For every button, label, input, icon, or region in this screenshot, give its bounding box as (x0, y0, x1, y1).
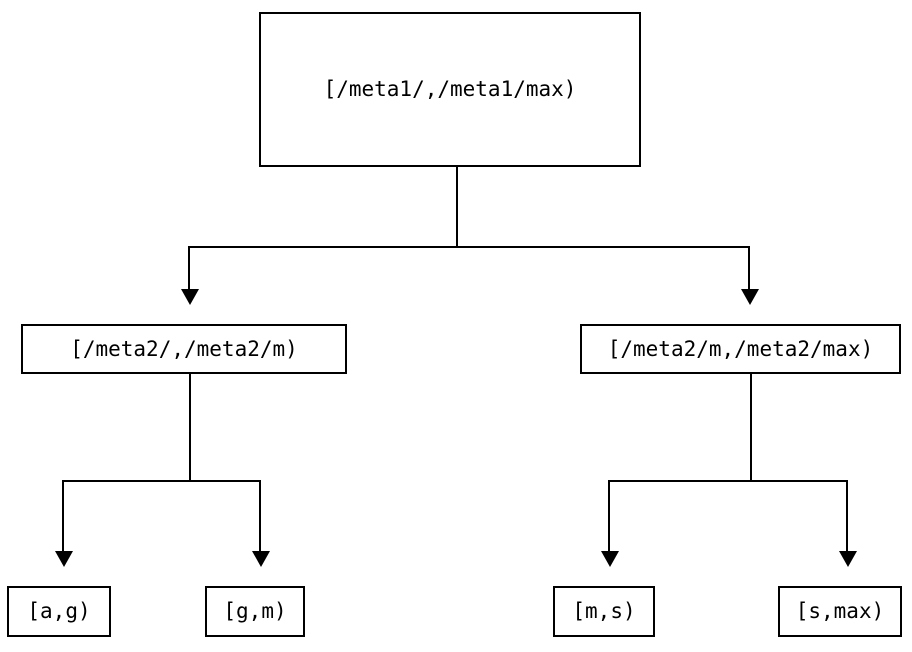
edge-root-to-meta2-low-drop (188, 246, 190, 291)
tree-node-meta2-high-label: [/meta2/m,/meta2/max) (607, 336, 874, 361)
tree-node-leaf-smax-label: [s,max) (795, 599, 885, 623)
tree-node-leaf-ms-label: [m,s) (572, 599, 636, 623)
edge-meta2-low-stem (189, 374, 191, 482)
tree-node-root[interactable]: [/meta1/,/meta1/max) (259, 12, 641, 167)
tree-node-leaf-gm-label: [g,m) (223, 599, 287, 623)
edge-meta2-high-to-leaf-smax-drop (846, 480, 848, 553)
tree-node-leaf-ag-label: [a,g) (27, 599, 91, 623)
arrowhead-meta2-high-to-leaf-ms-icon (601, 551, 619, 567)
edge-meta2-high-stem (750, 374, 752, 482)
edge-root-stem (456, 167, 458, 248)
edge-meta2-high-to-leaf-ms-drop (608, 480, 610, 553)
tree-node-leaf-gm[interactable]: [g,m) (205, 586, 305, 637)
arrowhead-meta2-low-to-leaf-ag-icon (55, 551, 73, 567)
edge-meta2-high-branch-bar (608, 480, 848, 482)
arrowhead-meta2-high-to-leaf-smax-icon (839, 551, 857, 567)
tree-node-meta2-high[interactable]: [/meta2/m,/meta2/max) (580, 324, 901, 374)
arrowhead-meta2-low-to-leaf-gm-icon (252, 551, 270, 567)
edge-meta2-low-to-leaf-gm-drop (259, 480, 261, 553)
tree-node-leaf-ag[interactable]: [a,g) (7, 586, 111, 637)
edge-meta2-low-to-leaf-ag-drop (62, 480, 64, 553)
edge-root-to-meta2-high-drop (748, 246, 750, 291)
arrowhead-root-to-meta2-high-icon (741, 289, 759, 305)
edge-root-branch-bar (188, 246, 750, 248)
tree-node-root-label: [/meta1/,/meta1/max) (323, 77, 577, 101)
arrowhead-root-to-meta2-low-icon (181, 289, 199, 305)
tree-node-leaf-ms[interactable]: [m,s) (553, 586, 655, 637)
edge-meta2-low-branch-bar (62, 480, 261, 482)
tree-node-leaf-smax[interactable]: [s,max) (778, 586, 902, 637)
tree-node-meta2-low-label: [/meta2/,/meta2/m) (70, 336, 298, 361)
tree-node-meta2-low[interactable]: [/meta2/,/meta2/m) (21, 324, 347, 374)
